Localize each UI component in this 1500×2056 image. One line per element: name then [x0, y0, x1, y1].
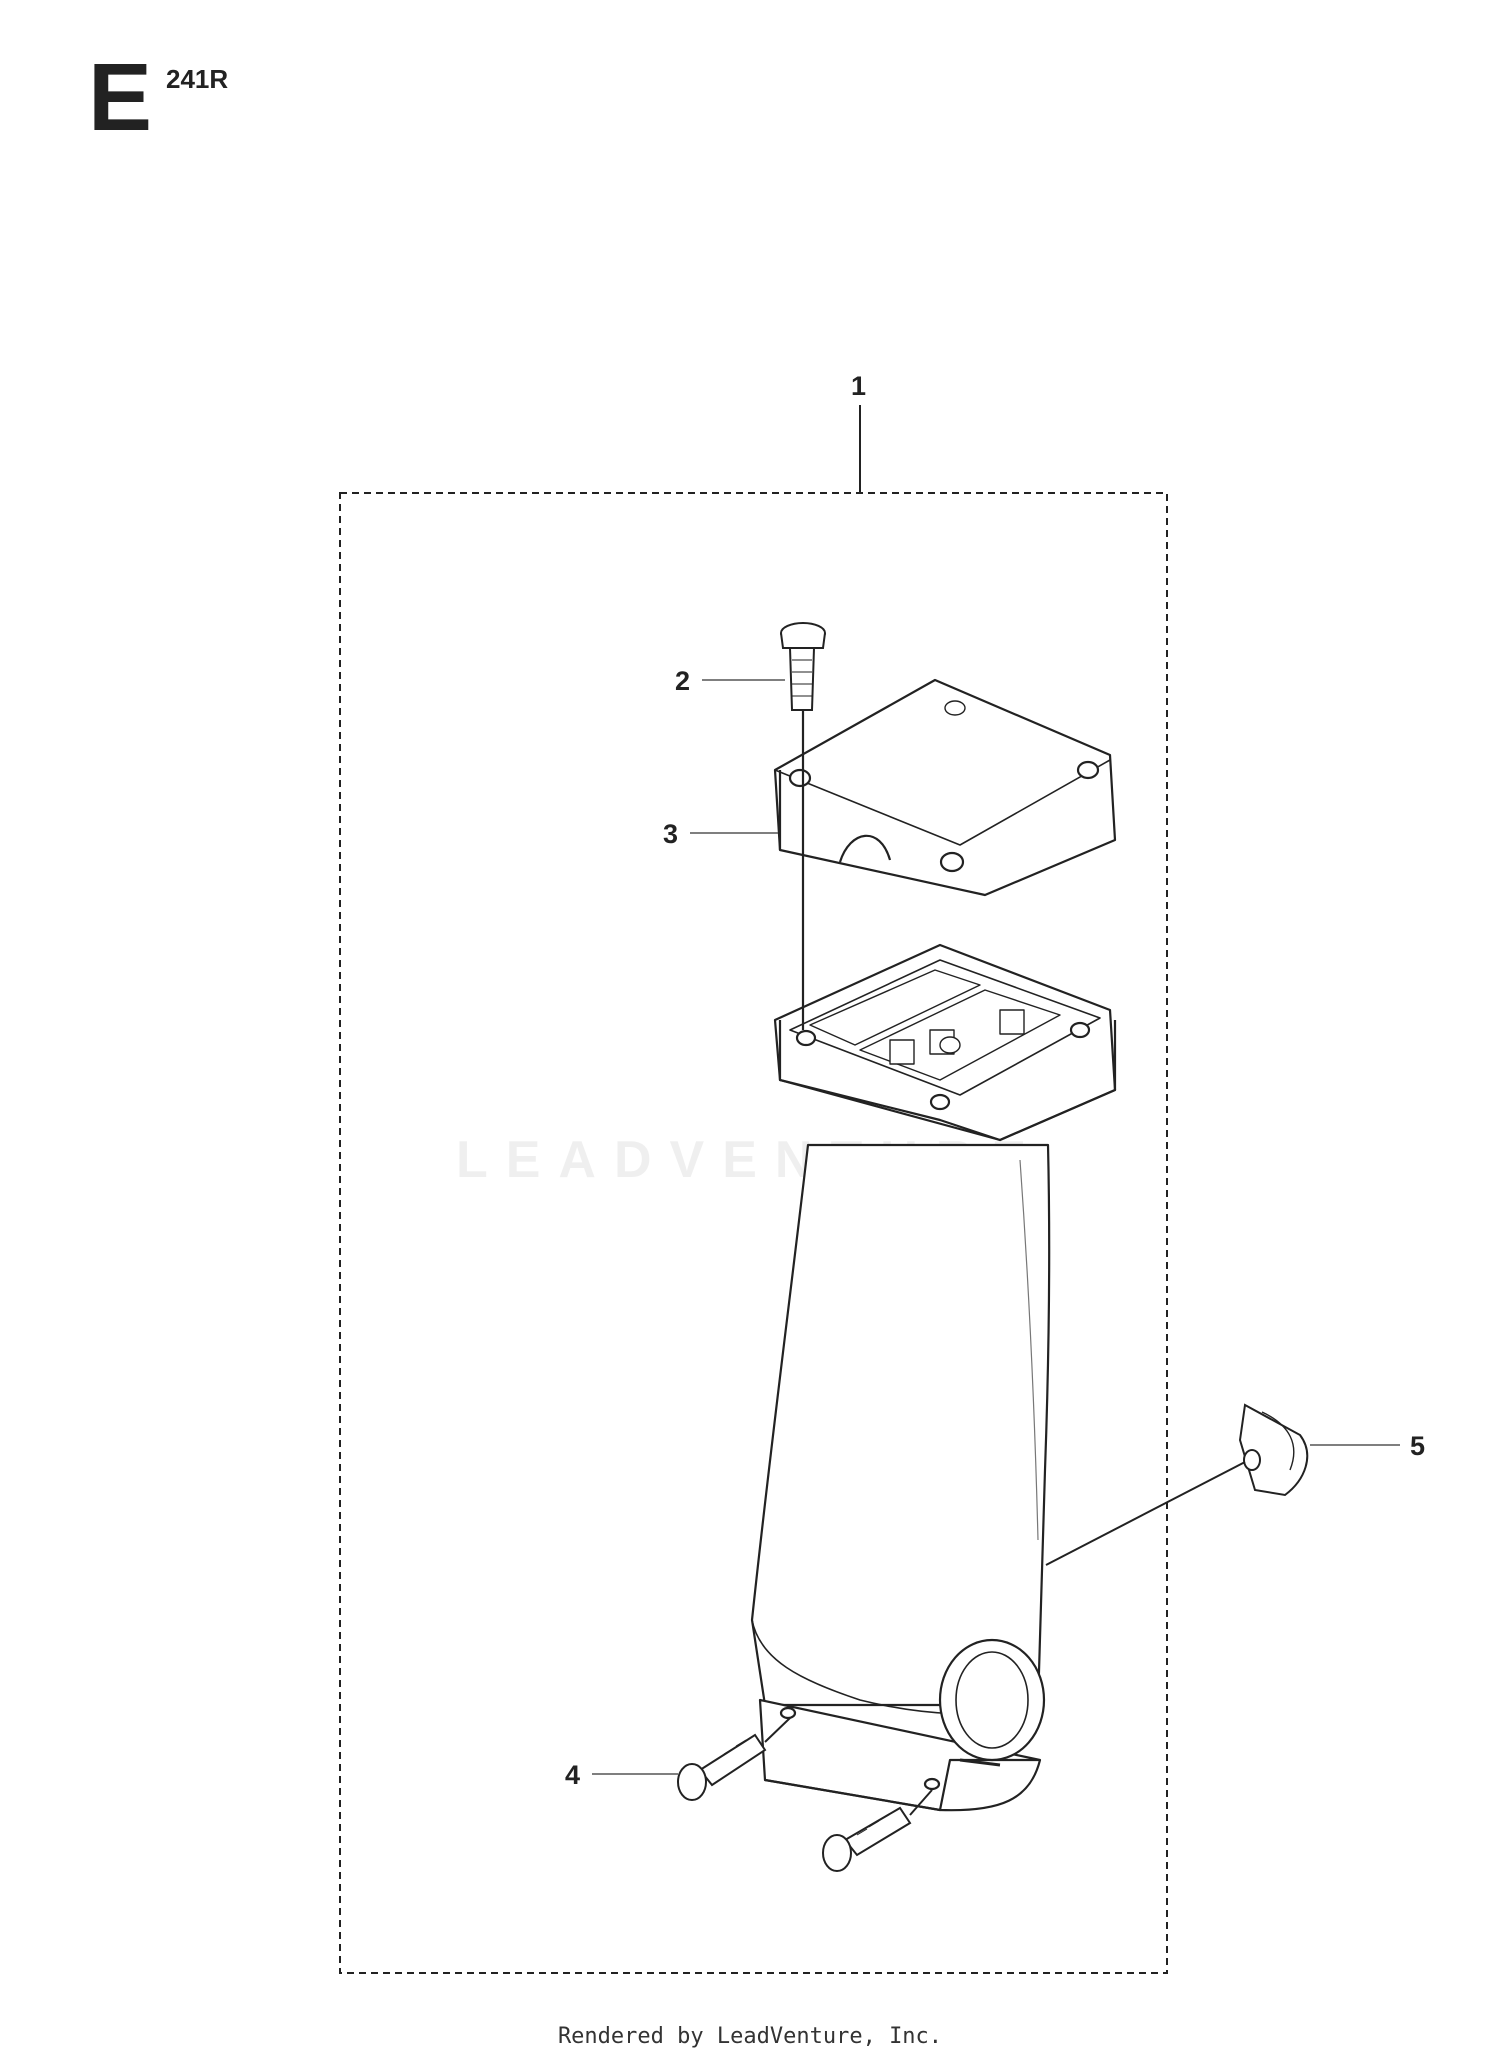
callout-2: 2	[675, 666, 690, 696]
screw-lower-2	[822, 1806, 912, 1872]
callout-4: 4	[565, 1760, 580, 1790]
assembly-boundary	[339, 492, 1168, 1974]
screw-lower-2-axis	[909, 1789, 933, 1816]
render-credit: Rendered by LeadVenture, Inc.	[557, 2024, 943, 2049]
screw-lower-1	[677, 1733, 767, 1801]
callout-5: 5	[1410, 1431, 1425, 1461]
callout-3: 3	[663, 819, 678, 849]
clamp-cap	[773, 678, 1117, 897]
callout-1: 1	[851, 371, 866, 401]
screw-lower-1-axis	[764, 1717, 791, 1743]
clip-nut	[1238, 1403, 1309, 1497]
section-letter: E	[88, 44, 153, 151]
model-number: 241R	[166, 64, 229, 94]
handle-body	[750, 1143, 1051, 1812]
clip-nut-axis	[1045, 1461, 1246, 1566]
screw-top	[780, 622, 826, 711]
clamp-base	[773, 943, 1117, 1142]
